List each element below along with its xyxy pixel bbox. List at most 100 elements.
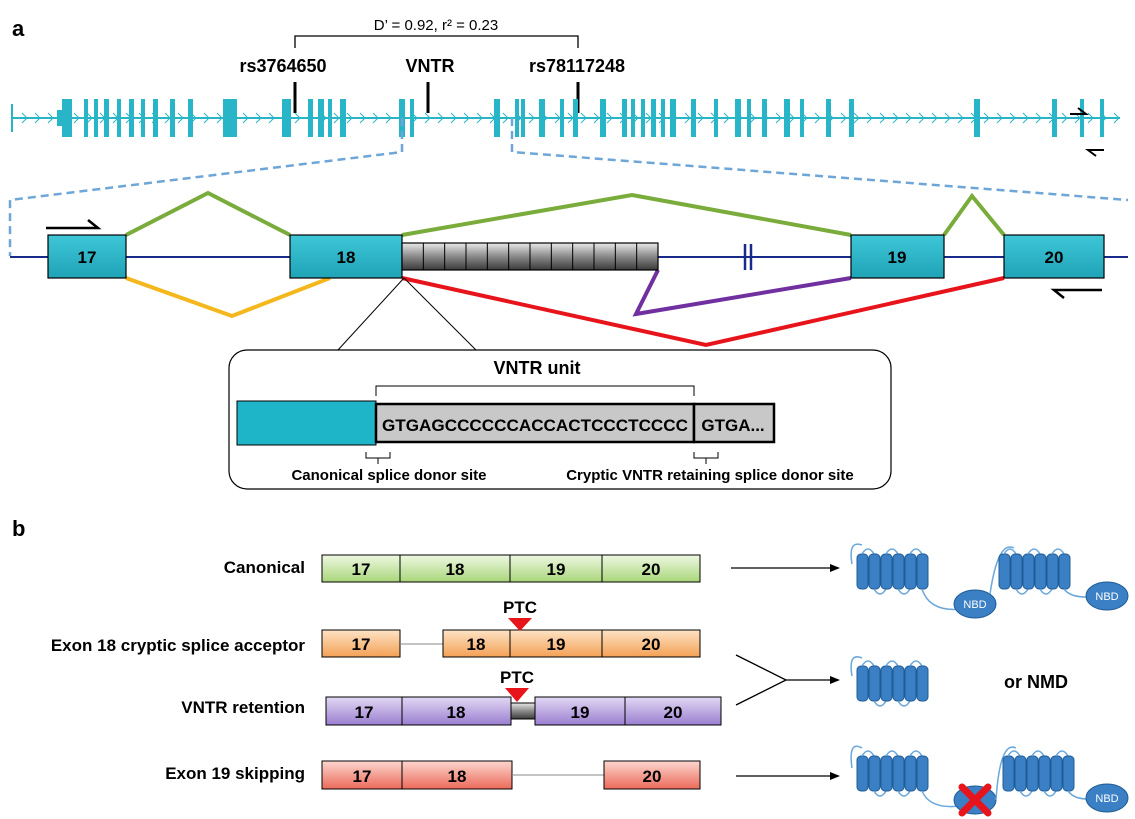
- gene-chevron: [476, 112, 483, 124]
- tm-loop: [1055, 750, 1069, 757]
- gene-chevron: [697, 112, 704, 124]
- tm-helix: [892, 755, 905, 792]
- gene-exon-bar: [62, 99, 72, 137]
- gene-chevron: [502, 112, 509, 124]
- gene-exon-bar: [1100, 99, 1104, 137]
- vntr-exon-18: 18: [447, 703, 466, 722]
- tm-helix: [1038, 755, 1051, 792]
- gene-exon-bar: [600, 99, 606, 137]
- gene-chevron: [749, 112, 756, 124]
- inset-title: VNTR unit: [494, 358, 581, 378]
- ld-stat-label: D’ = 0.92, r² = 0.23: [374, 17, 499, 34]
- inset-exon-box: [236, 400, 377, 446]
- gene-exon-bar: [170, 99, 175, 137]
- nbd-label: NBD: [1095, 793, 1118, 805]
- tm-helix: [1050, 755, 1063, 792]
- tm-loop: [1027, 548, 1041, 555]
- arrow-skipping: [736, 772, 840, 780]
- tm-loop: [1007, 750, 1021, 757]
- gene-exon-bar: [515, 99, 519, 137]
- tm-helix: [880, 665, 893, 702]
- gene-exon-bar: [691, 99, 696, 137]
- gene-chevron: [606, 112, 613, 124]
- gene-exon-bar: [94, 99, 98, 137]
- tm-helix: [868, 553, 881, 590]
- gene-chevron: [385, 112, 392, 124]
- nbd-domain: [1085, 783, 1129, 813]
- nbd-label: NBD: [963, 599, 986, 611]
- splice-path-exon19-skipping: [401, 276, 1005, 348]
- splice-path-canonical-18-19: [401, 192, 852, 237]
- splice-path-vntr-retention: [632, 269, 852, 317]
- tm-loop: [1003, 548, 1017, 555]
- gene-exon-bar: [129, 99, 134, 137]
- tm-helix: [904, 665, 917, 702]
- cryptic-exon-20: 20: [642, 635, 661, 654]
- arrow-canonical: [731, 564, 840, 572]
- canonical-exon-19: 19: [547, 560, 566, 579]
- exon-19-label: 19: [888, 248, 907, 267]
- tm-loop: [885, 548, 899, 555]
- gene-chevron: [983, 112, 990, 124]
- ptc-marker-cryptic: [508, 618, 532, 631]
- gene-track: [11, 99, 1120, 137]
- gene-chevron: [996, 112, 1003, 124]
- gene-chevron: [723, 112, 730, 124]
- tm-helix: [916, 665, 929, 702]
- panel-b-label: b: [12, 516, 25, 541]
- cryptic-exon-19: 19: [547, 635, 566, 654]
- tm-loop: [897, 700, 911, 707]
- tm-loop: [1039, 588, 1053, 595]
- cryptic-exon-17: 17: [352, 635, 371, 654]
- gene-exon-bar: [141, 99, 145, 137]
- exon-20-box: [1003, 234, 1105, 279]
- gene-chevron: [931, 112, 938, 124]
- gene-exon-bar: [328, 99, 332, 137]
- vntr-exon-19: 19: [571, 703, 590, 722]
- gene-exon-bar: [622, 99, 627, 137]
- gene-exon-bar: [826, 99, 831, 137]
- tm-helix: [892, 665, 905, 702]
- gene-exon-bar: [762, 99, 767, 137]
- gene-exon-bar: [735, 99, 741, 137]
- gene-chevron: [424, 112, 431, 124]
- vntr-exon-20: 20: [664, 703, 683, 722]
- gene-exon-bar: [670, 99, 676, 137]
- gene-exon-bar: [521, 99, 525, 137]
- inset-pointer-right: [403, 277, 477, 351]
- ptc-marker-vntr: [505, 688, 529, 702]
- gene-chevron: [1113, 112, 1120, 124]
- gene-exon-bar: [747, 99, 751, 137]
- cryptic-exon-18: 18: [467, 635, 486, 654]
- arrow-merge: [735, 654, 840, 706]
- gene-chevron: [463, 112, 470, 124]
- tm-loop: [861, 750, 875, 757]
- gene-chevron: [177, 112, 184, 124]
- gene-exon-bar: [800, 99, 804, 137]
- inset-sequence-next-box: [692, 402, 776, 444]
- gene-chevron: [944, 112, 951, 124]
- primer-reverse-arrow: [1050, 288, 1102, 299]
- canonical-exon-20: 20: [642, 560, 661, 579]
- gene-chevron: [216, 112, 223, 124]
- zoom-line-left: [8, 118, 404, 256]
- gene-exon-bar: [494, 99, 500, 137]
- exon-17-label: 17: [78, 248, 97, 267]
- gene-exon-bar: [560, 99, 564, 137]
- gene-chevron: [333, 112, 340, 124]
- tm-helix: [1034, 553, 1047, 590]
- transcript-label-canonical: Canonical: [224, 558, 305, 577]
- tm-loop: [885, 750, 899, 757]
- tm-helix: [998, 553, 1011, 590]
- gene-exon-bar: [573, 99, 578, 137]
- gene-chevron: [853, 112, 860, 124]
- tm-helix: [904, 755, 917, 792]
- gene-exon-bar: [104, 99, 109, 137]
- gene-exon-bar: [974, 99, 980, 137]
- gene-exon-bar: [153, 99, 158, 137]
- marker-rs3764650: rs3764650: [239, 56, 326, 76]
- gene-chevron: [34, 112, 41, 124]
- tm-helix: [856, 553, 869, 590]
- gene-exon-bar: [223, 99, 237, 137]
